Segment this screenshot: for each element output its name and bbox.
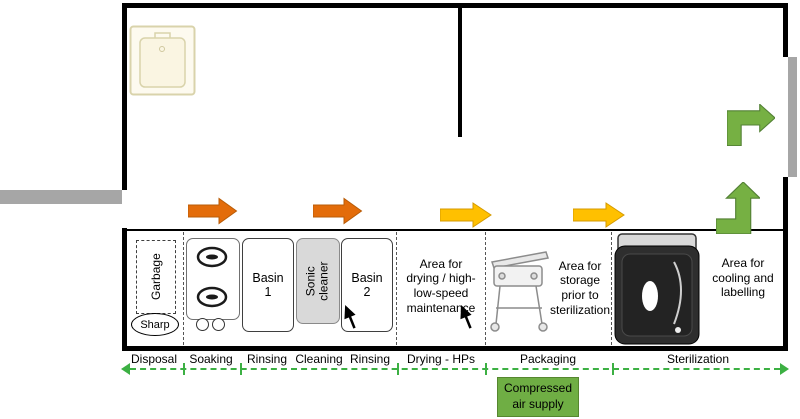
bench-divider-packaging-sterilization — [611, 232, 612, 345]
drying-area-text: Area for drying / high- low-speed mainte… — [406, 256, 476, 315]
sharp-label: Sharp — [140, 318, 170, 331]
yellow-arrow-right-icon — [440, 202, 492, 228]
wall-top — [122, 3, 788, 8]
zone-label-drying-hps: Drying - HPs — [406, 352, 476, 366]
wall-room-divider — [458, 3, 462, 137]
orange-arrow-right-icon — [313, 197, 363, 225]
bench-top-edge — [127, 229, 783, 231]
sonic-cleaner-label: Sonic cleaner — [303, 261, 331, 301]
sonic-cleaner: Sonic cleaner — [296, 238, 340, 324]
zone-label-cleaning: Cleaning — [295, 352, 343, 366]
wall-left-lower — [122, 228, 127, 351]
drain-circle — [212, 318, 225, 331]
workflow-tick — [485, 363, 487, 375]
workflow-tick — [612, 363, 614, 375]
workflow-arrowhead-left — [121, 363, 130, 375]
bench-divider-drying-packaging — [485, 232, 486, 345]
zone-label-soaking: Soaking — [189, 352, 233, 366]
bench-divider-disposal-soaking — [183, 232, 184, 345]
zone-label-disposal: Disposal — [130, 352, 178, 366]
soaking-containers-icon — [196, 246, 228, 308]
workflow-arrowhead-right — [780, 363, 789, 375]
sharp-container: Sharp — [131, 313, 179, 336]
yellow-arrow-right-icon — [573, 202, 625, 228]
wall-right-lower — [783, 177, 788, 351]
workflow-tick — [397, 363, 399, 375]
green-elbow-arrow-up-icon — [716, 182, 760, 234]
air-supply-pointer-icon — [460, 304, 472, 329]
wall-right-upper — [783, 3, 788, 57]
basin-1-label: Basin 1 — [252, 270, 284, 299]
bench-divider-rinsing-drying — [396, 232, 397, 345]
cooling-area-text: Area for cooling and labelling — [712, 256, 774, 300]
air-supply-pointer-icon — [344, 304, 356, 329]
garbage-label: Garbage — [148, 253, 163, 301]
compressed-air-supply-label: Compressed air supply — [497, 377, 579, 417]
zone-label-sterilization: Sterilization — [666, 352, 730, 366]
storage-area-text: Area for storage prior to sterilization — [549, 258, 611, 317]
drain-circle — [196, 318, 209, 331]
green-elbow-arrow-right-icon — [727, 104, 775, 146]
zone-label-packaging: Packaging — [519, 352, 577, 366]
basin-1: Basin 1 — [242, 238, 294, 332]
left-door-panel — [0, 190, 122, 204]
zone-label-rinsing-2: Rinsing — [349, 352, 391, 366]
workflow-direction-line — [130, 368, 780, 370]
packaging-machine-icon — [490, 251, 549, 332]
zone-label-rinsing-1: Rinsing — [246, 352, 288, 366]
garbage-bin: Garbage — [136, 240, 176, 314]
workflow-tick — [183, 363, 185, 375]
autoclave-icon — [614, 233, 700, 345]
wall-bottom — [122, 346, 788, 351]
right-door-panel — [788, 57, 797, 177]
workflow-tick — [240, 363, 242, 375]
orange-arrow-right-icon — [188, 197, 238, 225]
wall-left-upper — [122, 3, 127, 190]
basin-2-label: Basin 2 — [351, 270, 383, 299]
sink-icon — [129, 25, 196, 96]
